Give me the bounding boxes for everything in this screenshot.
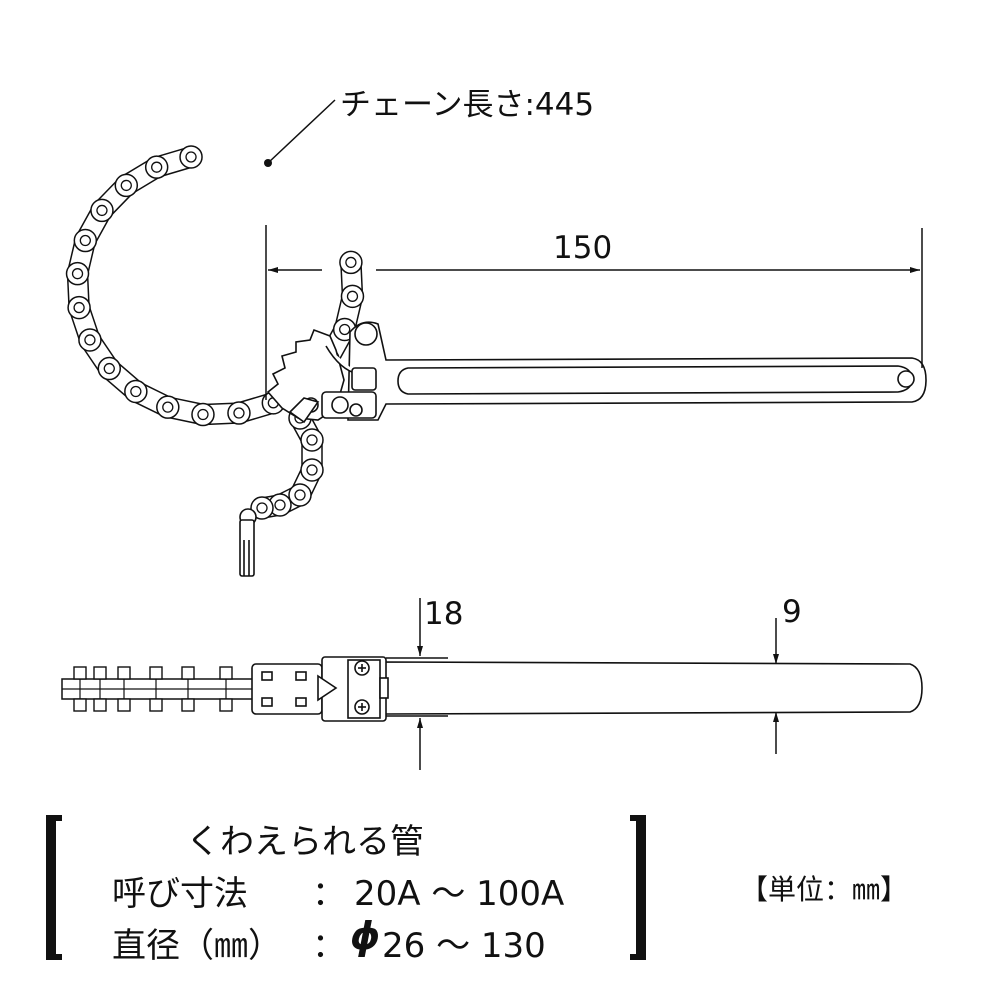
chain-length-leader: [264, 99, 336, 167]
nominal-size-separator: ：: [312, 874, 346, 914]
chain-side-pin: [117, 666, 131, 712]
chain-pin: [65, 261, 90, 286]
unit-note: 【単位：㎜】: [740, 873, 909, 906]
chain-pin: [250, 496, 274, 520]
chain-tail: [250, 406, 324, 520]
chain-pin: [300, 428, 324, 452]
chain-side-pin: [93, 666, 107, 712]
head-thickness-dimension: [386, 598, 448, 770]
chain-pin: [114, 173, 139, 198]
diameter-label: 直径（㎜）: [112, 926, 282, 966]
chain-pin: [67, 295, 91, 320]
chain-pin: [179, 145, 203, 169]
handle-length-value: 150: [553, 230, 612, 266]
chain-pin: [144, 155, 169, 179]
chain-pin: [90, 198, 114, 223]
chain-pin: [73, 228, 98, 253]
jaw-head: [266, 328, 377, 424]
phi-symbol: ϕ: [350, 914, 381, 958]
chain-side-links: [61, 666, 263, 712]
chain-pin: [124, 379, 148, 404]
chain-pin: [191, 402, 215, 427]
diameter-value: 26 ～ 130: [382, 926, 546, 966]
chain-pin: [340, 284, 365, 309]
spec-bracket-left: [46, 815, 62, 960]
spec-heading: くわえられる管: [186, 822, 424, 862]
nominal-size-label: 呼び寸法: [112, 874, 248, 914]
chain-side-pin: [219, 666, 233, 712]
head-thickness-value: 18: [424, 596, 463, 632]
diameter-separator: ：: [312, 926, 346, 966]
chain-pin: [339, 250, 363, 275]
chain-side-pin: [149, 666, 163, 712]
handle-side: [384, 661, 923, 715]
spec-bracket-right: [630, 815, 646, 960]
top-view: [65, 145, 927, 577]
handle-length-dimension: [265, 225, 923, 400]
chain-pin: [97, 356, 122, 381]
tail-thickness-value: 9: [782, 594, 802, 630]
wrench-handle: [347, 321, 927, 421]
chain-pin: [227, 401, 251, 425]
chain-pin: [78, 328, 102, 352]
nominal-size-value: 20A ～ 100A: [354, 874, 565, 914]
chain-pin: [156, 395, 180, 419]
chain-pin: [288, 483, 312, 507]
chain-side-pin: [73, 666, 87, 712]
chain-length-label: チェーン長さ:445: [340, 87, 594, 123]
side-view: [61, 656, 923, 722]
head-side: [251, 656, 389, 722]
chain-pin: [300, 458, 324, 482]
chain-hook: [239, 508, 257, 577]
chain-side-pin: [181, 666, 195, 712]
